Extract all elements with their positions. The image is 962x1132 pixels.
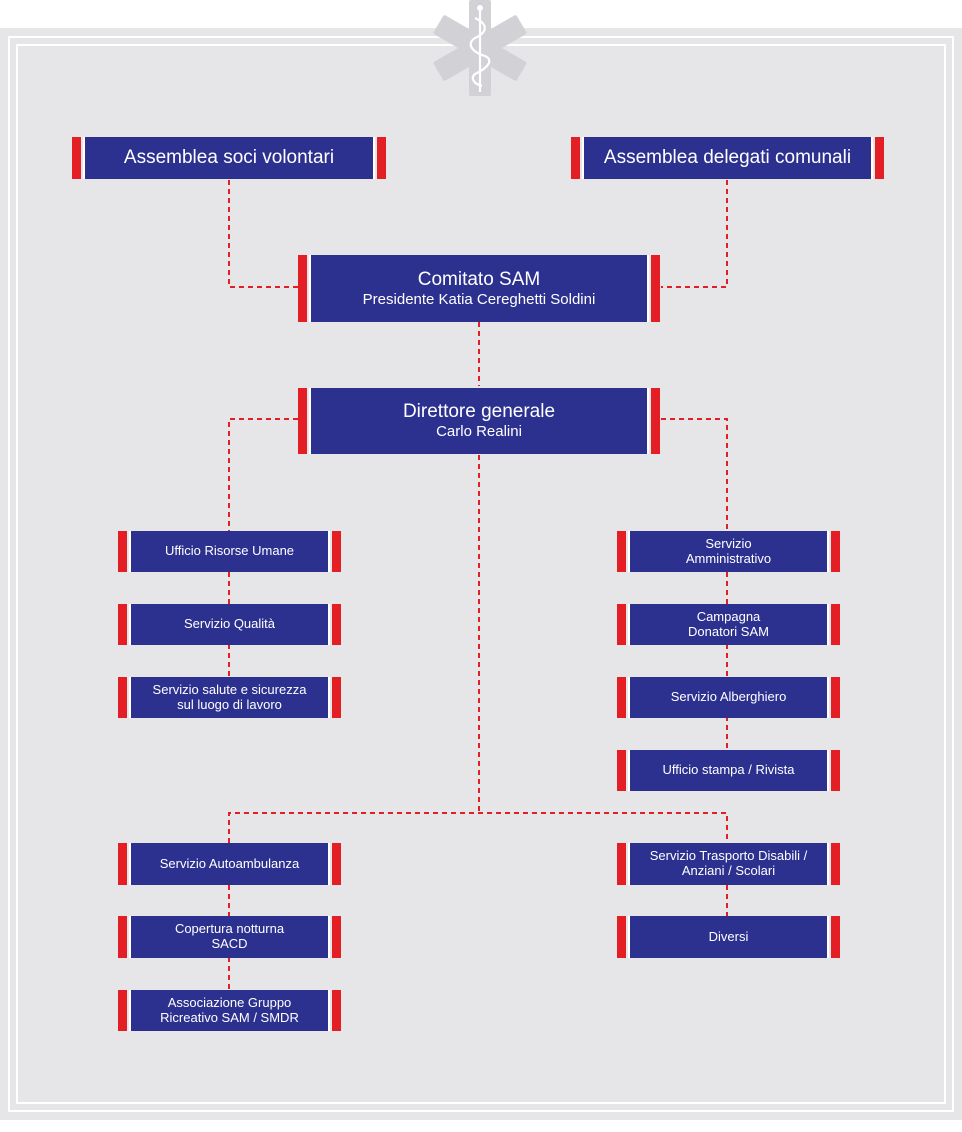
trasporto-box: Servizio Trasporto Disabili / Anziani / …	[617, 843, 840, 885]
star-of-life-icon	[433, 0, 527, 96]
connector-direttore-left	[228, 418, 298, 531]
salute-line2: sul luogo di lavoro	[177, 696, 282, 712]
direttore-box: Direttore generale Carlo Realini	[298, 388, 660, 454]
right-cap	[328, 677, 341, 718]
direttore-subtitle: Carlo Realini	[436, 423, 522, 441]
associazione-line2: Ricreativo SAM / SMDR	[160, 1009, 299, 1025]
right-cap	[373, 137, 386, 179]
right-cap	[647, 388, 660, 454]
risorse-umane-label: Ufficio Risorse Umane	[164, 543, 295, 559]
copertura-box: Copertura notturna SACD	[118, 916, 341, 958]
comitato-box: Comitato SAM Presidente Katia Cereghetti…	[298, 255, 660, 322]
copertura-line2: SACD	[211, 936, 248, 951]
direttore-title: Direttore generale	[402, 401, 556, 423]
autoambulanza-label: Servizio Autoambulanza	[159, 855, 300, 871]
right-cap	[328, 843, 341, 885]
right-cap	[328, 916, 341, 958]
campagna-line1: Campagna	[696, 608, 761, 624]
right-cap	[647, 255, 660, 322]
assemblea-delegati-box: Assemblea delegati comunali	[571, 137, 884, 179]
qualita-label: Servizio Qualità	[183, 616, 276, 632]
stampa-box: Ufficio stampa / Rivista	[617, 750, 840, 791]
qualita-box: Servizio Qualità	[118, 604, 341, 645]
right-cap	[328, 531, 341, 572]
amministrativo-line1: Servizio	[705, 535, 752, 551]
right-cap	[827, 677, 840, 718]
diversi-box: Diversi	[617, 916, 840, 958]
campagna-line2: Donatori SAM	[688, 623, 769, 639]
left-cap	[298, 388, 311, 454]
amministrativo-line2: Amministrativo	[685, 550, 772, 566]
trasporto-line1: Servizio Trasporto Disabili /	[649, 848, 808, 864]
assemblea-soci-box: Assemblea soci volontari	[72, 137, 386, 179]
risorse-umane-box: Ufficio Risorse Umane	[118, 531, 341, 572]
connector-direttore-right	[661, 418, 728, 531]
left-cap	[617, 677, 630, 718]
assemblea-delegati-label: Assemblea delegati comunali	[603, 147, 852, 169]
assemblea-soci-label: Assemblea soci volontari	[123, 147, 335, 169]
right-cap	[827, 916, 840, 958]
connector-soci-comitato	[228, 180, 298, 288]
left-cap	[118, 604, 131, 645]
diversi-label: Diversi	[708, 928, 749, 944]
campagna-box: Campagna Donatori SAM	[617, 604, 840, 645]
connector-delegati-comitato	[661, 180, 728, 288]
left-cap	[617, 750, 630, 791]
copertura-line1: Copertura notturna	[174, 921, 285, 937]
right-cap	[827, 750, 840, 791]
comitato-subtitle: Presidente Katia Cereghetti Soldini	[362, 290, 596, 308]
connector-bottom-branch	[228, 812, 728, 843]
salute-box: Servizio salute e sicurezza sul luogo di…	[118, 677, 341, 718]
right-cap	[827, 604, 840, 645]
left-cap	[118, 916, 131, 958]
right-cap	[328, 604, 341, 645]
left-cap	[617, 916, 630, 958]
left-cap	[617, 531, 630, 572]
amministrativo-box: Servizio Amministrativo	[617, 531, 840, 572]
alberghiero-box: Servizio Alberghiero	[617, 677, 840, 718]
associazione-line1: Associazione Gruppo	[167, 994, 292, 1010]
associazione-box: Associazione Gruppo Ricreativo SAM / SMD…	[118, 990, 341, 1031]
comitato-title: Comitato SAM	[417, 268, 541, 290]
left-cap	[118, 531, 131, 572]
stampa-label: Ufficio stampa / Rivista	[662, 762, 795, 778]
alberghiero-label: Servizio Alberghiero	[670, 689, 787, 705]
left-cap	[72, 137, 85, 179]
right-cap	[827, 531, 840, 572]
left-cap	[617, 843, 630, 885]
right-cap	[827, 843, 840, 885]
left-cap	[118, 677, 131, 718]
salute-line1: Servizio salute e sicurezza	[152, 681, 307, 697]
autoambulanza-box: Servizio Autoambulanza	[118, 843, 341, 885]
left-cap	[118, 990, 131, 1031]
left-cap	[617, 604, 630, 645]
left-cap	[118, 843, 131, 885]
left-cap	[571, 137, 584, 179]
left-cap	[298, 255, 311, 322]
right-cap	[871, 137, 884, 179]
trasporto-line2: Anziani / Scolari	[681, 863, 776, 878]
right-cap	[328, 990, 341, 1031]
